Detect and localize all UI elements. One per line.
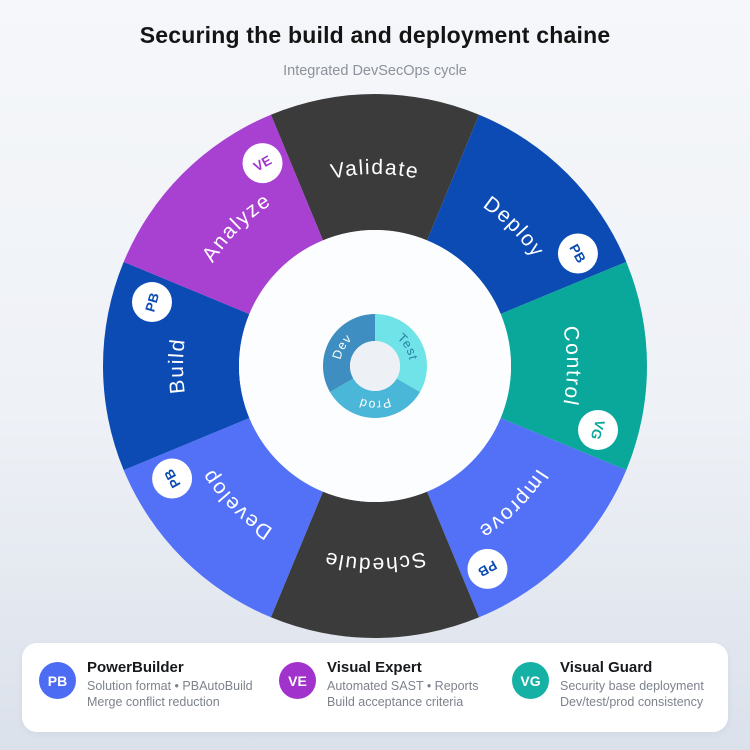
badge-label: VG [588, 418, 608, 441]
segment-label: Control [558, 324, 585, 408]
pb-badge-icon [152, 458, 193, 499]
legend-title-visual-expert: Visual Expert [327, 659, 422, 676]
legend-line: Merge conflict reduction [87, 694, 220, 709]
page-title: Securing the build and deployment chaine [139, 22, 611, 48]
powerbuilder-badge-icon: PB [39, 662, 76, 699]
pb-badge-icon [467, 548, 508, 589]
pb-badge-icon [131, 282, 172, 323]
page-subtitle: Integrated DevSecOps cycle [283, 63, 467, 79]
env-segment-dev [323, 314, 375, 392]
env-segment-test [375, 314, 427, 392]
segment-label: Build [165, 337, 190, 395]
ve-badge-icon [242, 143, 283, 184]
inner-hole [350, 341, 400, 391]
segment-validate [270, 93, 480, 241]
vg-badge-icon [578, 409, 619, 450]
badge-label: PB [142, 291, 162, 314]
legend-item-visual-guard: VG Visual Guard Security base deployment… [512, 659, 704, 710]
legend-item-powerbuilder: PB PowerBuilder Solution format • PBAuto… [39, 659, 253, 710]
legend-text: PowerBuilder Solution format • PBAutoBui… [87, 659, 253, 710]
legend-title-powerbuilder: PowerBuilder [87, 659, 184, 676]
legend-line: Build acceptance criteria [327, 694, 464, 709]
visual-guard-badge-icon: VG [512, 662, 549, 699]
legend-card: PB PowerBuilder Solution format • PBAuto… [22, 643, 728, 732]
legend-line: Security base deployment [560, 679, 704, 693]
visual-expert-badge-icon: VE [279, 662, 316, 699]
legend-item-visual-expert: VE Visual Expert Automated SAST • Report… [279, 659, 478, 710]
legend-line: Automated SAST • Reports [327, 679, 479, 693]
segment-schedule [270, 491, 480, 638]
legend-line: Dev/test/prod consistency [560, 694, 704, 709]
env-segment-prod [329, 378, 421, 418]
legend-line: Solution format • PBAutoBuild [87, 679, 253, 693]
legend-text: Visual Expert Automated SAST • Reports B… [327, 659, 478, 710]
legend-text: Visual Guard Security base deployment De… [560, 659, 704, 710]
legend-title-visual-guard: Visual Guard [560, 659, 653, 676]
pb-badge-icon [557, 233, 598, 274]
